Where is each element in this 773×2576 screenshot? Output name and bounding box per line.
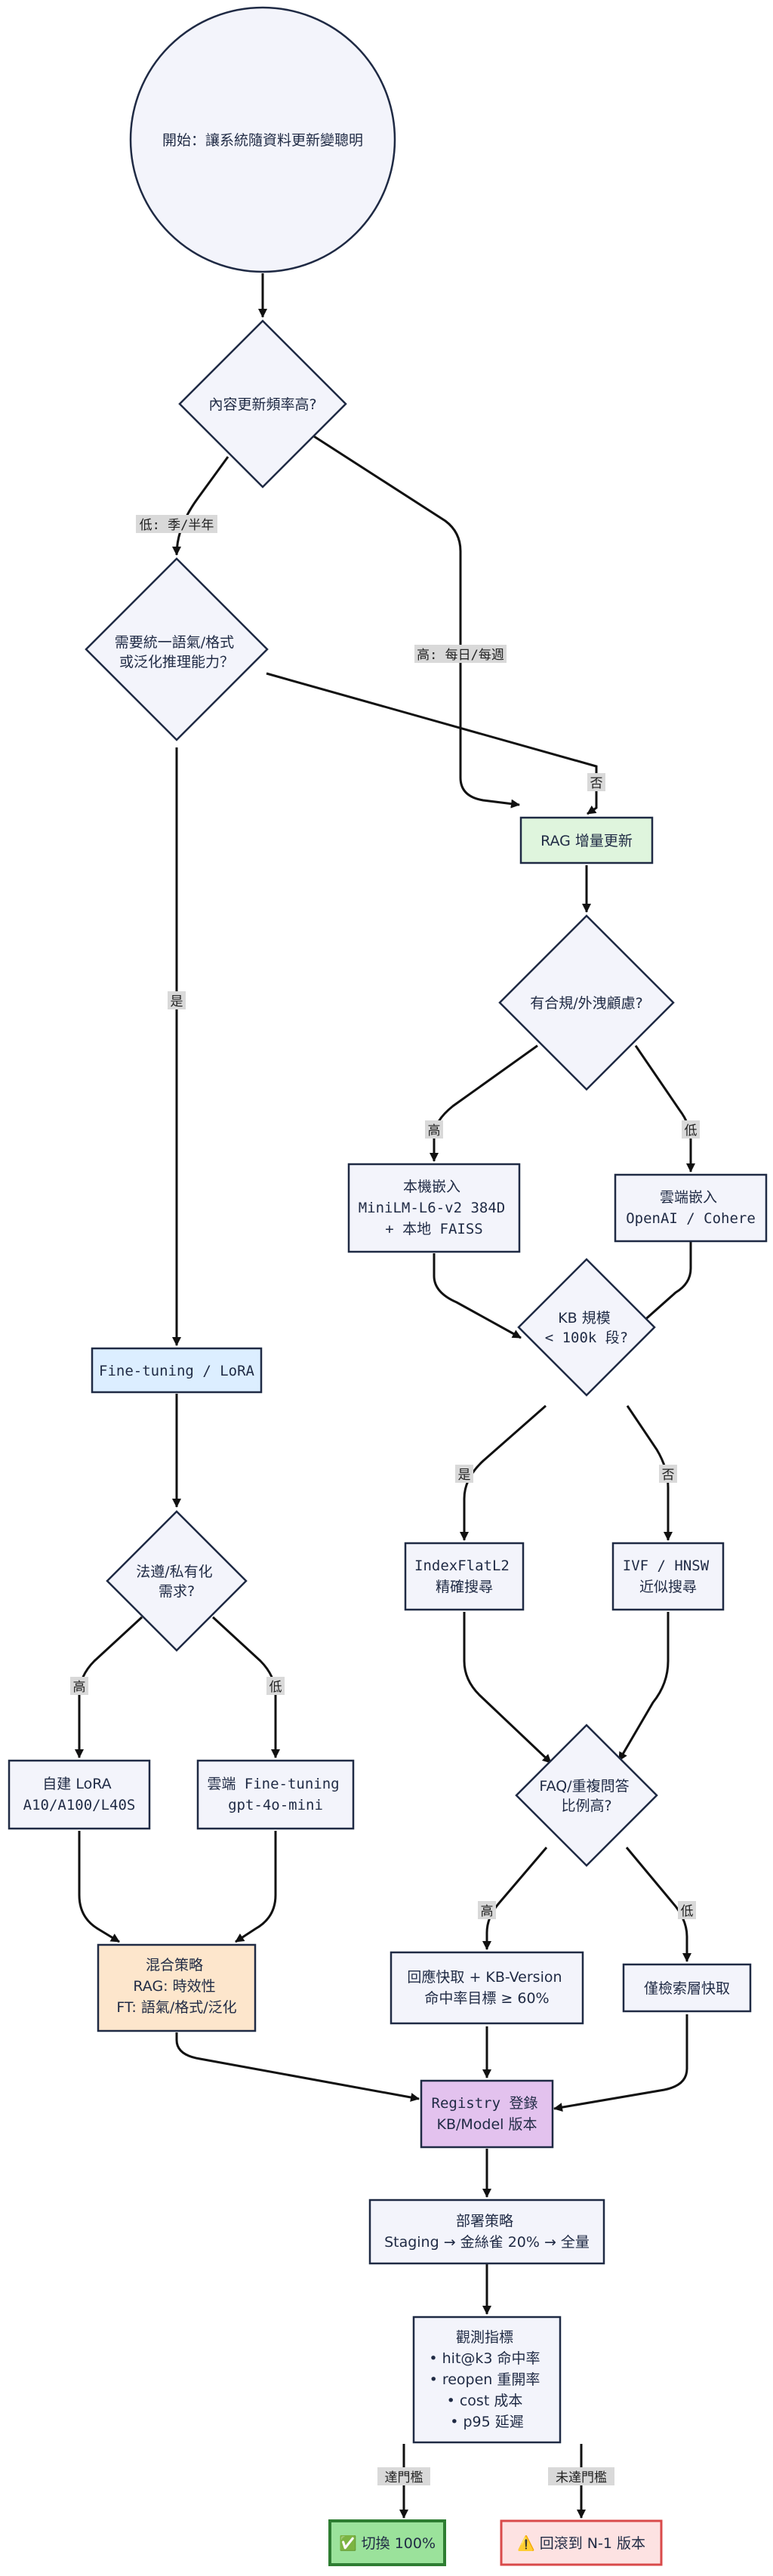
rag-incremental-update-node: RAG 增量更新 — [519, 816, 654, 864]
start-node: 開始：讓系統隨資料更新變聰明 — [129, 6, 396, 273]
svg-text:需要統一語氣/格式 或泛化推理能力？: 需要統一語氣/格式 或泛化推理能力？ — [115, 634, 239, 670]
svg-text:低: 低 — [269, 1680, 282, 1695]
svg-text:高: 高 — [73, 1680, 86, 1695]
svg-text:低: 低 — [685, 1123, 698, 1139]
edge-label-freq-low: 低: 季/半年 — [136, 515, 217, 533]
svg-text:觀測指標 • hit@k3 命中率: 觀測指標 • hit@k3 命中率 • reopen 重開率 • cost 成本… — [429, 2329, 544, 2430]
edge-faq-low — [625, 1847, 691, 1962]
edge-faq-high — [482, 1847, 548, 1950]
ivf-hnsw-node: IVF / HNSW 近似搜尋 — [611, 1542, 725, 1611]
self-hosted-lora-node: 自建 LoRA A10/A100/L40S — [8, 1759, 151, 1830]
svg-text:自建 LoRA A10/A100/L40S: 自建 LoRA A10/A100/L40S — [23, 1776, 136, 1813]
edge-label-freq-high: 高: 每日/每週 — [414, 645, 507, 663]
edge-selflora-to-hybrid — [78, 1831, 120, 1943]
svg-text:達門檻: 達門檻 — [385, 2470, 423, 2485]
svg-text:高: 每日/每週: 高: 每日/每週 — [417, 648, 504, 663]
cloud-fine-tuning-node: 雲端 Fine-tuning gpt-4o-mini — [196, 1759, 355, 1830]
fine-tuning-node: Fine-tuning / LoRA — [91, 1347, 263, 1394]
svg-text:否: 否 — [662, 1468, 675, 1483]
edge-local-to-kb — [433, 1253, 522, 1339]
svg-text:Registry 登錄 KB/Model 版: Registry 登錄 KB/Model 版本 — [432, 2095, 543, 2133]
svg-text:雲端 Fine-tuning gpt-4o-: 雲端 Fine-tuning gpt-4o-mini — [207, 1776, 343, 1813]
edge-freq-high — [313, 435, 520, 809]
edge-label-gate-fail: 未達門檻 — [548, 2467, 614, 2485]
metrics-node: 觀測指標 • hit@k3 命中率 • reopen 重開率 • cost 成本… — [412, 2316, 562, 2444]
decision-compliance: 有合規/外洩顧慮? — [498, 914, 675, 1091]
svg-text:是: 是 — [171, 994, 183, 1009]
deploy-strategy-node: 部署策略 Staging → 金絲雀 20% → 全量 — [368, 2199, 605, 2265]
edge-label-style-yes: 是 — [168, 991, 186, 1009]
edge-comp-low — [634, 1045, 695, 1172]
svg-text:RAG 增量更新: RAG 增量更新 — [540, 833, 633, 849]
svg-text:高: 高 — [481, 1904, 494, 1919]
answer-cache-node: 回應快取 + KB-Version 命中率目標 ≥ 60% — [390, 1951, 584, 2025]
switch-full-node: ✅ 切換 100% — [328, 2519, 446, 2566]
edge-label-priv-low: 低 — [266, 1677, 285, 1695]
decision-update-frequency: 內容更新頻率高? — [178, 319, 347, 488]
svg-text:⚠️ 回滾到 N-1 版本: ⚠️ 回滾到 N-1 版本 — [517, 2534, 645, 2552]
edge-label-kb-no: 否 — [659, 1465, 677, 1483]
edge-cloudft-to-hybrid — [235, 1831, 277, 1943]
svg-text:有合規/外洩顧慮?: 有合規/外洩顧慮? — [530, 995, 643, 1012]
edge-hybrid-to-registry — [175, 2032, 420, 2102]
decision-kb-size: KB 規模 < 100k 段? — [517, 1258, 656, 1397]
svg-text:開始：讓系統隨資料更新變聰明: 開始：讓系統隨資料更新變聰明 — [162, 132, 363, 149]
svg-text:✅ 切換 100%: ✅ 切換 100% — [339, 2534, 436, 2552]
svg-text:IVF / HNSW 近似搜尋: IVF / HNSW 近似搜尋 — [623, 1558, 713, 1595]
rollback-node: ⚠️ 回滾到 N-1 版本 — [500, 2519, 663, 2566]
svg-text:低: 低 — [681, 1904, 694, 1919]
edge-label-gate-pass: 達門檻 — [377, 2467, 430, 2485]
registry-node: Registry 登錄 KB/Model 版本 — [420, 2079, 554, 2149]
edge-label-faq-high: 高 — [478, 1901, 496, 1919]
index-cache-node: 僅檢索層快取 — [622, 1963, 752, 2013]
svg-text:本機嵌入 MiniLM-L6-v2 384D: 本機嵌入 MiniLM-L6-v2 384D + 本地 FAISS — [359, 1179, 510, 1237]
svg-text:內容更新頻率高?: 內容更新頻率高? — [208, 396, 316, 413]
svg-text:雲端嵌入 OpenAI / Cohere: 雲端嵌入 OpenAI / Cohere — [626, 1189, 756, 1227]
svg-text:KB 規模 < 100k 段?: KB 規模 < 100k 段? — [545, 1310, 629, 1346]
edge-comp-high — [430, 1044, 538, 1162]
decision-faq-ratio: FAQ/重複問答 比例高? — [515, 1724, 658, 1867]
index-flat-node: IndexFlatL2 精確搜尋 — [404, 1542, 525, 1611]
svg-text:低: 季/半年: 低: 季/半年 — [140, 518, 214, 533]
svg-text:混合策略 RAG: 時效性: 混合策略 RAG: 時效性 FT: 語氣/格式/泛化 — [116, 1957, 236, 2016]
edge-label-faq-low: 低 — [678, 1901, 696, 1919]
svg-text:Fine-tuning / LoRA: Fine-tuning / LoRA — [99, 1363, 254, 1379]
edge-flat-to-faq — [463, 1612, 553, 1764]
cloud-embedding-node: 雲端嵌入 OpenAI / Cohere — [614, 1173, 768, 1243]
edge-cloud-to-kb — [627, 1242, 692, 1336]
svg-text:僅檢索層快取: 僅檢索層快取 — [644, 1980, 730, 1997]
edge-label-comp-low: 低 — [682, 1120, 700, 1139]
edge-kb-yes — [460, 1404, 547, 1541]
svg-text:未達門檻: 未達門檻 — [556, 2470, 607, 2485]
svg-text:FAQ/重複問答 比例高?: FAQ/重複問答 比例高? — [539, 1778, 633, 1814]
edge-label-style-no: 否 — [587, 773, 605, 791]
svg-text:回應快取 + KB-Version 命中率目: 回應快取 + KB-Version 命中率目標 ≥ 60% — [407, 1968, 566, 2007]
edge-label-comp-high: 高 — [425, 1120, 443, 1139]
edge-label-kb-yes: 是 — [455, 1465, 473, 1483]
edge-label-priv-high: 高 — [70, 1677, 88, 1695]
edge-style-no — [266, 672, 598, 815]
svg-text:法遵/私有化 需求?: 法遵/私有化 需求? — [136, 1564, 217, 1600]
decision-tone-format: 需要統一語氣/格式 或泛化推理能力？ — [85, 557, 269, 741]
hybrid-strategy-node: 混合策略 RAG: 時效性 FT: 語氣/格式/泛化 — [97, 1943, 257, 2032]
edge-indexcache-to-registry — [553, 2014, 688, 2112]
local-embedding-node: 本機嵌入 MiniLM-L6-v2 384D + 本地 FAISS — [347, 1163, 521, 1253]
svg-text:IndexFlatL2 精確搜尋: IndexFlatL2 精確搜尋 — [414, 1558, 514, 1595]
svg-text:高: 高 — [428, 1123, 441, 1139]
svg-text:部署策略 Staging → 金絲雀 20%: 部署策略 Staging → 金絲雀 20% → 全量 — [384, 2213, 590, 2251]
edge-priv-low — [211, 1616, 280, 1758]
decision-privacy: 法遵/私有化 需求? — [106, 1510, 248, 1652]
edge-freq-low — [172, 456, 229, 556]
edge-priv-high — [75, 1616, 143, 1758]
edge-ivf-to-faq — [617, 1612, 670, 1761]
svg-text:否: 否 — [590, 776, 603, 791]
svg-text:是: 是 — [458, 1468, 471, 1483]
